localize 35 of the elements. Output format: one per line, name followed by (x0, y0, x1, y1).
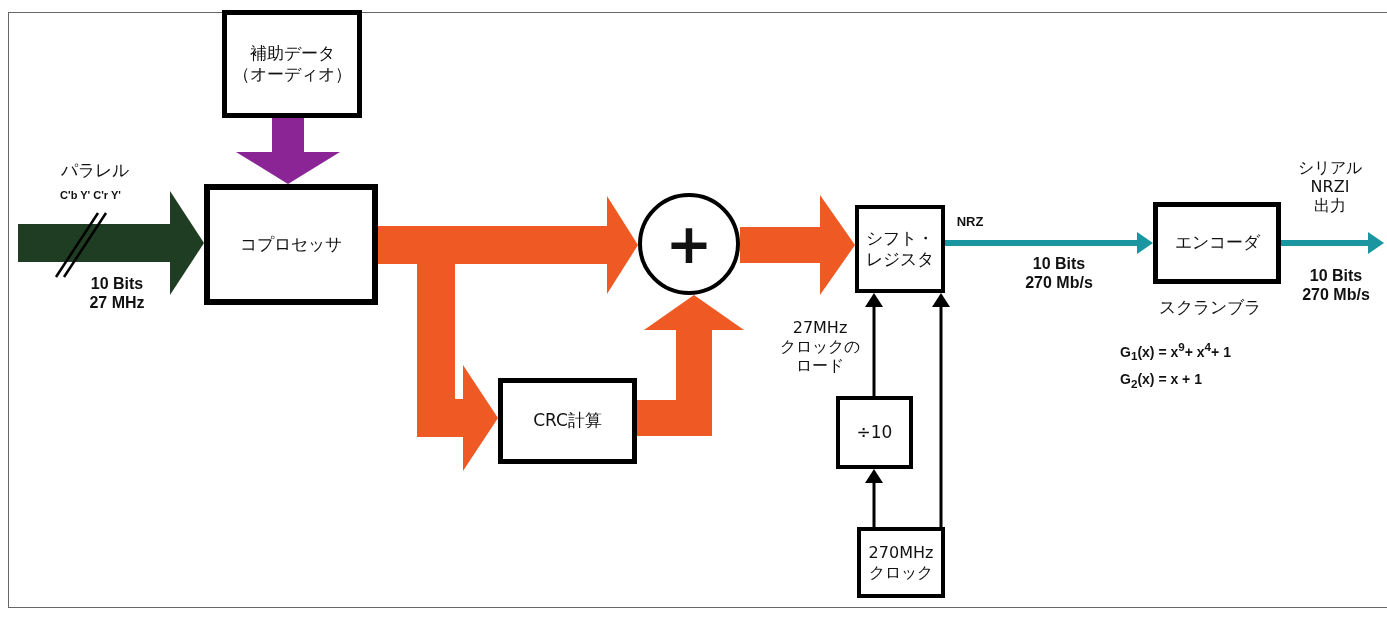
polynomial-formula: G$_{2}$(x) = x + 1 (1120, 371, 1203, 391)
node-label: コプロセッサ (240, 233, 342, 256)
process-box (855, 205, 945, 293)
process-box (857, 527, 945, 598)
node-label: 270MHzクロック (867, 542, 935, 583)
arrow (945, 232, 1153, 254)
process-box (836, 396, 913, 469)
node-label: 補助データ（オーディオ） (231, 42, 353, 86)
node-label: エンコーダ (1174, 232, 1260, 254)
arrow (637, 295, 744, 436)
signal-label: NRZ (955, 214, 985, 230)
signal-label: 10 Bits 270 Mb/s (1024, 254, 1094, 293)
signal-label: 10 Bits 270 Mb/s (1301, 266, 1371, 305)
process-box (1153, 202, 1281, 284)
arrow (18, 191, 204, 295)
clock-label: 27MHzクロックのロード (779, 318, 861, 376)
arrow (740, 195, 855, 295)
arrow (865, 469, 883, 527)
process-box (204, 184, 378, 305)
arrow (865, 293, 883, 396)
signal-label: C'b Y' C'r Y' (59, 189, 122, 203)
signal-label: パラレル (60, 160, 130, 181)
arrow (932, 293, 950, 527)
arrow (1281, 232, 1384, 254)
output-label: シリアルNRZI出力 (1297, 158, 1363, 216)
node-label: CRC計算 (533, 410, 602, 432)
signal-label: 10 Bits 27 MHz (88, 274, 146, 313)
process-box (498, 378, 637, 464)
node-label: ÷10 (856, 421, 893, 444)
arrow (236, 118, 340, 184)
node-label: シフト・レジスタ (865, 227, 935, 271)
process-box (222, 10, 362, 118)
node-caption: スクランブラ (1158, 297, 1262, 318)
plus-symbol: + (665, 216, 713, 272)
polynomial-formula: G$_{1}$(x) = x$^{9}$+ x$^{4}$+ 1 (1120, 340, 1232, 364)
